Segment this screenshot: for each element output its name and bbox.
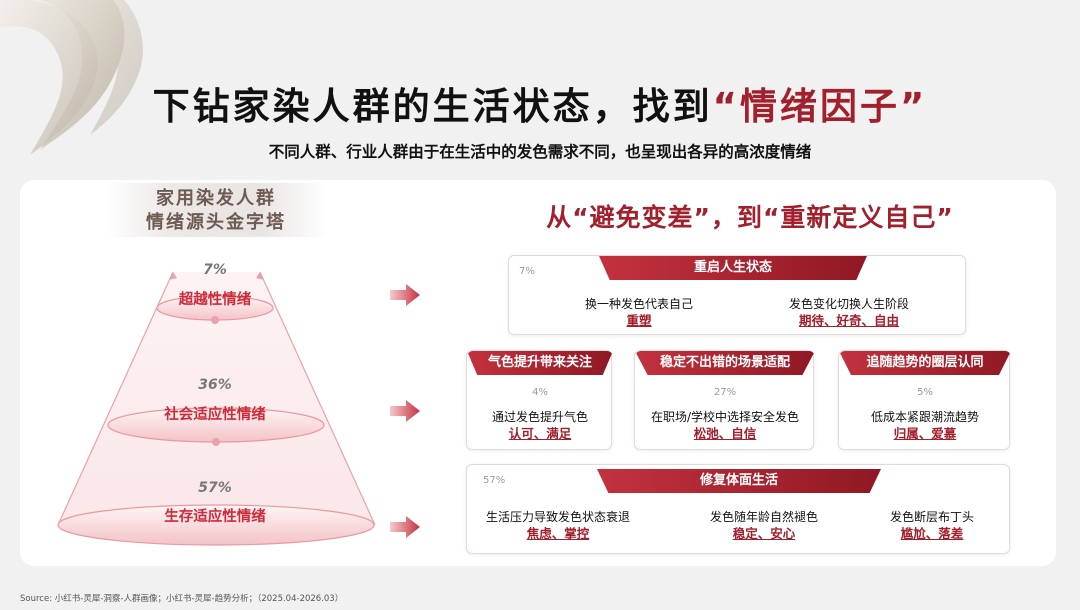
- pyramid-cone: [58, 272, 375, 525]
- page-title-highlight: “情绪因子”: [712, 85, 928, 128]
- card-trend-identity: 追随趋势的圈层认同 5% 低成本紧跟潮流趋势 归属、爱慕: [838, 350, 1011, 450]
- card-ribbon: 追随趋势的圈层认同: [839, 351, 1011, 375]
- card-item: 低成本紧跟潮流趋势 归属、爱慕: [839, 409, 1011, 443]
- arrow-right-icon: [390, 284, 420, 306]
- card-pct: 7%: [519, 266, 535, 277]
- item-keyword: 期待、好奇、自由: [798, 313, 899, 328]
- level-2-label: 社会适应性情绪: [164, 407, 266, 423]
- card-item: 在职场/学校中选择安全发色 松弛、自信: [635, 409, 815, 443]
- card-scene-fit: 稳定不出错的场景适配 27% 在职场/学校中选择安全发色 松弛、自信: [634, 350, 815, 450]
- item-keyword: 归属、爱慕: [893, 426, 957, 441]
- card-complexion: 气色提升带来关注 4% 通过发色提升气色 认可、满足: [466, 350, 613, 450]
- card-ribbon: 重启人生状态: [599, 256, 867, 280]
- item-desc: 在职场/学校中选择安全发色: [650, 410, 800, 424]
- level-disk-3: [57, 504, 375, 546]
- page-subtitle: 不同人群、行业人群由于在生活中的发色需求不同，也呈现出各异的高浓度情绪: [268, 143, 812, 161]
- pyramid-title: 家用染发人群 情绪源头金字塔: [105, 183, 327, 237]
- level-3-pct: 57%: [198, 480, 232, 496]
- level-3-label: 生存适应性情绪: [164, 509, 266, 525]
- arrow-right-icon: [390, 400, 420, 422]
- card-item: 发色变化切换人生阶段 期待、好奇、自由: [749, 296, 949, 330]
- card-ribbon: 稳定不出错的场景适配: [635, 351, 815, 375]
- item-desc: 通过发色提升气色: [491, 410, 588, 424]
- item-keyword: 焦虑、掌控: [526, 526, 590, 541]
- item-desc: 发色变化切换人生阶段: [788, 297, 909, 311]
- item-desc: 发色随年龄自然褪色: [709, 510, 818, 524]
- pyramid-title-line1: 家用染发人群: [156, 188, 276, 209]
- right-section-title: 从“避免变差”，到“重新定义自己”: [546, 203, 954, 232]
- item-keyword: 松弛、自信: [693, 426, 757, 441]
- card-item: 通过发色提升气色 认可、满足: [467, 409, 613, 443]
- item-desc: 发色断层布丁头: [889, 510, 974, 524]
- card-pct: 57%: [483, 475, 506, 486]
- card-ribbon: 修复体面生活: [597, 469, 881, 493]
- card-pct: 5%: [917, 387, 933, 398]
- item-keyword: 重塑: [626, 313, 652, 328]
- emotion-pyramid: [57, 271, 376, 546]
- card-pct: 4%: [532, 387, 548, 398]
- item-desc: 生活压力导致发色状态衰退: [485, 510, 630, 524]
- card-item: 发色随年龄自然褪色 稳定、安心: [689, 509, 839, 543]
- level-2-pct: 36%: [198, 377, 232, 393]
- item-keyword: 尴尬、落差: [900, 526, 964, 541]
- page-title-main: 下钻家染人群的生活状态，找到: [152, 85, 713, 128]
- arrow-right-icon: [390, 516, 420, 538]
- level-1-label: 超越性情绪: [178, 292, 252, 308]
- item-desc: 低成本紧跟潮流趋势: [870, 410, 979, 424]
- card-repair-life: 修复体面生活 57% 生活压力导致发色状态衰退 焦虑、掌控 发色随年龄自然褪色 …: [466, 464, 1010, 554]
- item-keyword: 稳定、安心: [732, 526, 796, 541]
- card-ribbon: 气色提升带来关注: [467, 351, 613, 375]
- page-title: 下钻家染人群的生活状态，找到“情绪因子”: [0, 76, 1080, 130]
- card-item: 换一种发色代表自己 重塑: [549, 296, 729, 330]
- pyramid-title-line2: 情绪源头金字塔: [146, 212, 286, 233]
- item-keyword: 认可、满足: [508, 426, 572, 441]
- level-1-pct: 7%: [203, 262, 227, 278]
- hair-curl-decoration: [0, 0, 143, 155]
- card-pct: 27%: [713, 387, 737, 398]
- card-item: 发色断层布丁头 尴尬、落差: [867, 509, 997, 543]
- item-desc: 换一种发色代表自己: [584, 297, 693, 311]
- card-restart-life: 重启人生状态 7% 换一种发色代表自己 重塑 发色变化切换人生阶段 期待、好奇、…: [508, 255, 966, 335]
- source-note: Source: 小红书-灵犀-洞察-人群画像；小红书-灵犀-趋势分析；（2025…: [20, 594, 344, 604]
- card-item: 生活压力导致发色状态衰退 焦虑、掌控: [473, 509, 643, 543]
